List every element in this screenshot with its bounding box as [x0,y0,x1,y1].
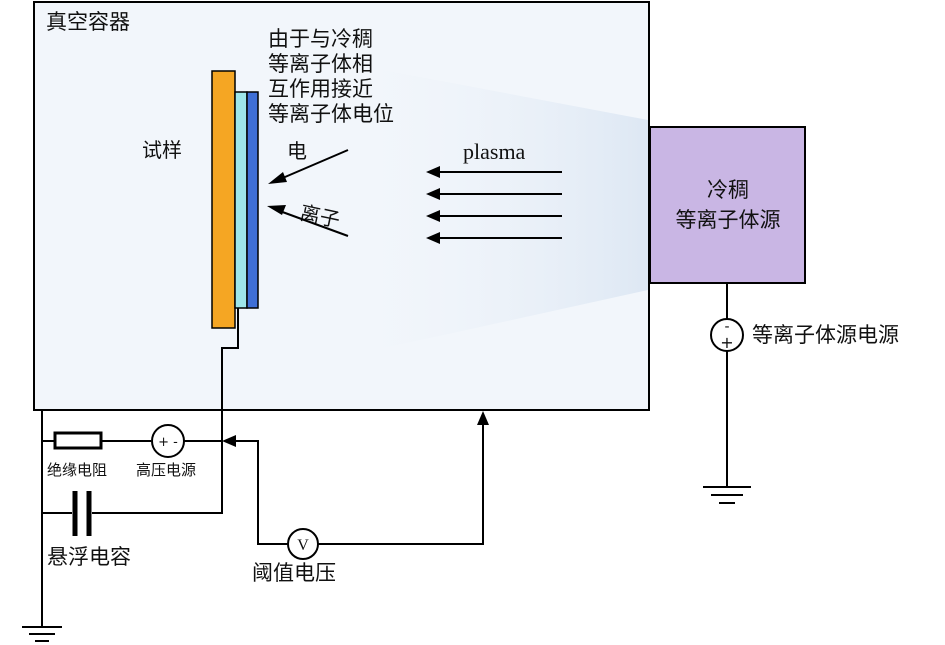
voltmeter-symbol: V [297,537,309,554]
source-supply-minus: - [724,319,729,335]
hv-supply-label: 高压电源 [136,461,196,479]
chamber-junction-arrowhead [477,411,489,425]
ion-arrow [276,209,349,237]
note-line-2: 等离子体相 [268,52,373,76]
plasma-label: plasma [463,139,526,164]
plasma-source [649,126,806,284]
source-supply-label: 等离子体源电源 [752,323,899,347]
insulation-resistor-label: 绝缘电阻 [47,461,107,479]
source-label-2: 等离子体源 [676,208,781,232]
sample-layer-cyan [234,91,248,309]
lead-junction-arrowhead [222,435,236,447]
sample-lead-wire [113,308,239,514]
chamber-label: 真空容器 [46,10,130,34]
threshold-voltage-label: 阈值电压 [252,561,336,585]
sample-substrate [211,70,236,329]
electron-arrowhead [268,172,287,184]
ground-icon-right [703,486,751,504]
voltmeter-wire-left [236,440,288,545]
voltmeter-wire-right [318,424,484,545]
potential-note: 由于与冷稠 等离子体相 互作用接近 等离子体电位 [268,27,394,126]
plasma-glow [330,60,648,360]
floating-capacitor-label: 悬浮电容 [47,545,131,569]
note-line-3: 互作用接近 [268,77,373,101]
plasma-arrows [426,166,562,244]
electron-arrow [277,149,349,181]
source-supply-plus: + [720,333,733,352]
hv-supply-sign: + - [158,435,178,450]
sample-layer-blue [246,91,259,309]
sample-label: 试样 [142,138,182,162]
ion-arrowhead [267,205,286,215]
source-label-1: 冷稠 [707,178,749,202]
electron-label: 电 [287,139,307,163]
insulation-resistor-icon [53,431,103,450]
note-line-1: 由于与冷稠 [268,27,373,51]
note-line-4: 等离子体电位 [268,102,394,126]
ground-icon-left [22,626,62,642]
